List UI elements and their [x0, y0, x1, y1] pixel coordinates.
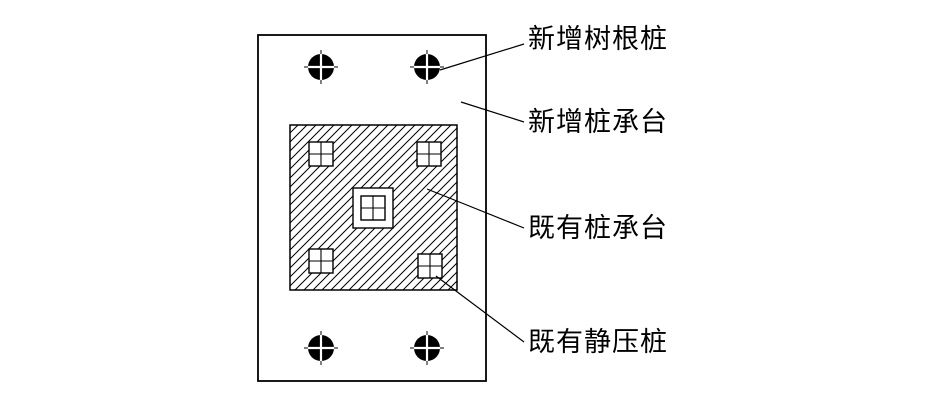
label-new-pile-cap: 新增桩承台: [528, 107, 668, 138]
jacked-pile-symbol-bottom-right: [417, 253, 443, 279]
jacked-pile-symbol-bottom-left: [308, 248, 334, 274]
leader-line-root-pile: [439, 43, 525, 71]
label-existing-jacked-pile: 既有静压桩: [528, 327, 668, 358]
leader-line-new-pile-cap: [460, 101, 525, 123]
label-existing-pile-cap: 既有桩承台: [528, 213, 668, 244]
jacked-pile-symbol-top-right: [416, 141, 442, 167]
leader-line-existing-pile-cap: [426, 188, 525, 229]
label-root-pile: 新增树根桩: [528, 24, 668, 55]
jacked-pile-symbol-center: [352, 187, 394, 229]
leader-line-existing-jacked-pile: [435, 275, 525, 343]
jacked-pile-symbol-top-left: [308, 141, 334, 167]
